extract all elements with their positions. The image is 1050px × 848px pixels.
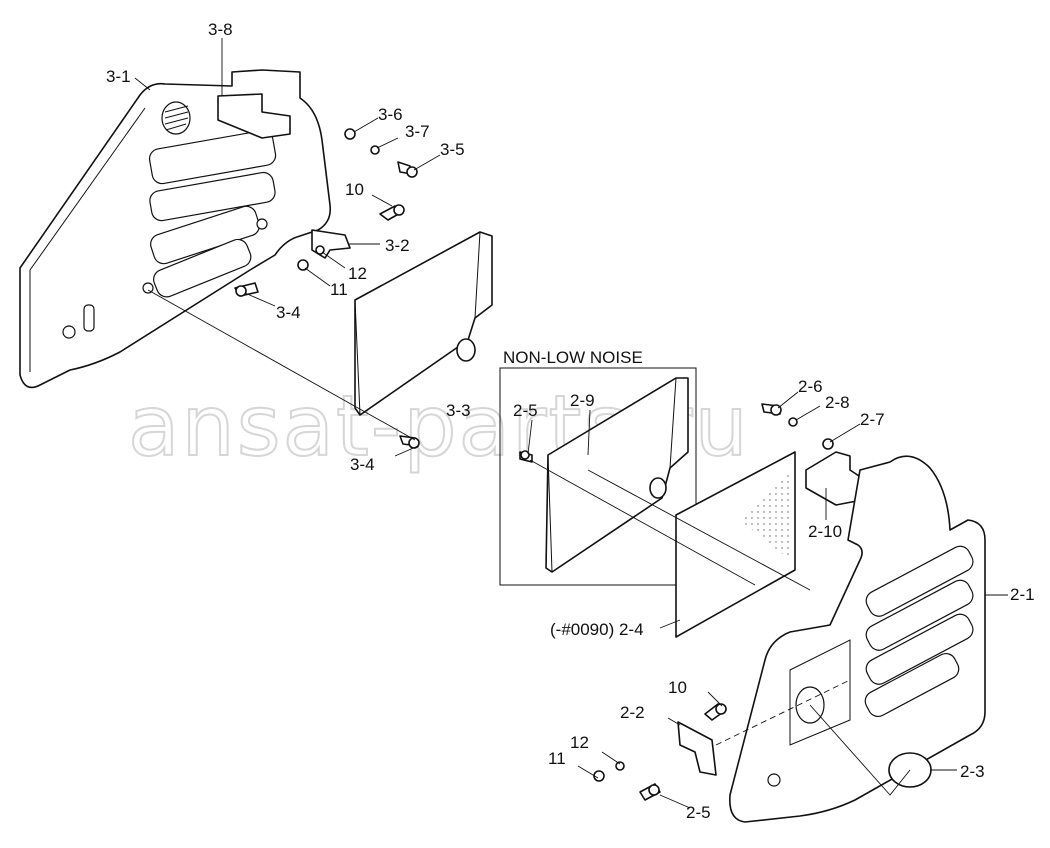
- label-11-top: 11: [330, 280, 348, 299]
- label-3-1: 3-1: [106, 67, 131, 86]
- pad-2-10: [805, 451, 863, 506]
- label-10-bottom: 10: [668, 678, 687, 697]
- panel-2-4: [675, 451, 796, 638]
- label-3-7: 3-7: [405, 122, 430, 141]
- label-2-10: 2-10: [808, 522, 842, 541]
- callout-labels: 3-8 3-1 3-6 3-7 3-5 10 3-2 12 11 3-4 3-3…: [106, 20, 1035, 822]
- cover-2-1: [728, 455, 986, 823]
- label-2-6: 2-6: [798, 377, 823, 396]
- pad-3-8: [217, 93, 291, 139]
- label-2-5-top: 2-5: [513, 401, 538, 420]
- label-3-2: 3-2: [385, 236, 410, 255]
- cover-3-1: [19, 69, 332, 389]
- label-2-1: 2-1: [1010, 585, 1035, 604]
- label-2-4: (-#0090) 2-4: [550, 620, 644, 639]
- label-12-top: 12: [348, 264, 367, 283]
- label-2-8: 2-8: [825, 393, 850, 412]
- label-3-4-upper: 3-4: [276, 303, 301, 322]
- hardware-upper: [234, 128, 420, 449]
- label-12-bottom: 12: [570, 733, 589, 752]
- label-2-7: 2-7: [860, 410, 885, 429]
- label-10-top: 10: [345, 180, 364, 199]
- leader-lines: [134, 38, 1008, 809]
- label-3-6: 3-6: [378, 105, 403, 124]
- hardware-right: [593, 403, 834, 801]
- label-3-8: 3-8: [208, 20, 233, 39]
- label-3-3: 3-3: [446, 401, 471, 420]
- label-3-4-lower: 3-4: [350, 455, 375, 474]
- label-11-bottom: 11: [548, 749, 566, 768]
- label-2-9: 2-9: [570, 391, 595, 410]
- label-2-3: 2-3: [960, 762, 985, 781]
- non-low-noise-group: NON-LOW NOISE: [499, 348, 697, 586]
- label-2-5-bottom: 2-5: [686, 803, 711, 822]
- group-title: NON-LOW NOISE: [503, 348, 643, 367]
- grille-3-3: [354, 231, 493, 416]
- grille-2-9: [545, 377, 689, 573]
- label-3-5: 3-5: [440, 140, 465, 159]
- label-2-2: 2-2: [620, 703, 645, 722]
